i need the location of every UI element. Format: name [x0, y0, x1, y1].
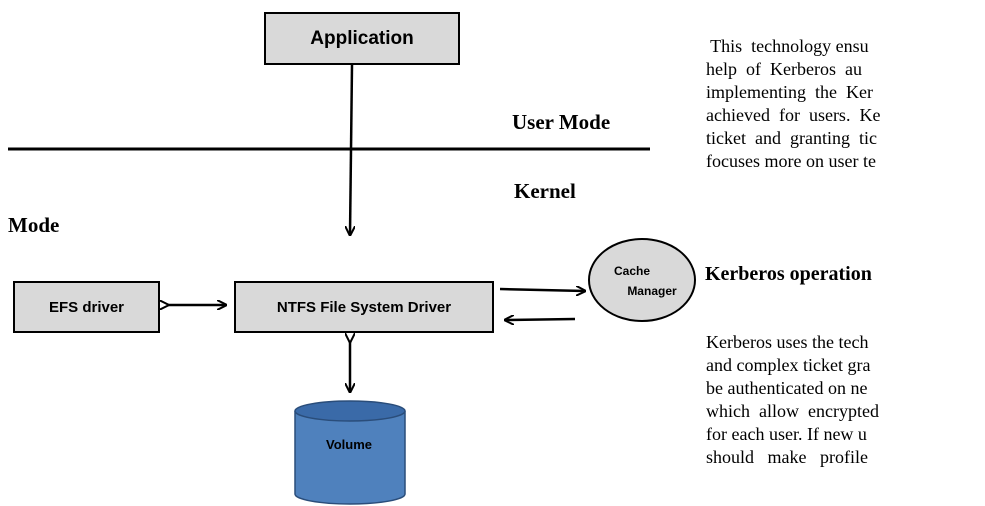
- efs-driver-node: EFS driver: [13, 281, 160, 333]
- paragraph-line: be authenticated on ne: [706, 378, 868, 398]
- cache-manager-label-line1: Cache: [613, 264, 651, 278]
- cache-manager-node: [588, 238, 696, 322]
- ntfs-driver-node: NTFS File System Driver: [234, 281, 494, 333]
- arrow-cache-to-ntfs: [505, 319, 576, 320]
- paragraph-line: Kerberos uses the tech: [706, 332, 869, 352]
- paragraph-line: achieved for users. Ke: [706, 105, 881, 125]
- intro-paragraph: This technology ensu help of Kerberos au…: [706, 35, 880, 173]
- paragraph-line: should make profile: [706, 447, 868, 467]
- paragraph-line: for each user. If new u: [706, 424, 867, 444]
- paragraph-line: and complex ticket gra: [706, 355, 871, 375]
- ntfs-driver-label: NTFS File System Driver: [276, 298, 452, 316]
- application-label: Application: [310, 27, 414, 49]
- user-mode-label: User Mode: [512, 110, 611, 134]
- volume-cylinder: [294, 400, 406, 505]
- paragraph-line: implementing the Ker: [706, 82, 873, 102]
- paragraph-line: help of Kerberos au: [706, 59, 862, 79]
- section-heading: Kerberos operation: [705, 263, 872, 285]
- paragraph-line: This technology ensu: [706, 36, 869, 56]
- mode-label: Mode: [8, 213, 60, 237]
- paragraph-line: which allow encrypted: [706, 401, 879, 421]
- application-node: Application: [264, 12, 460, 65]
- kerberos-paragraph: Kerberos uses the tech and complex ticke…: [706, 331, 879, 469]
- arrow-ntfs-to-cache: [499, 289, 585, 291]
- paragraph-line: ticket and granting tic: [706, 128, 877, 148]
- kernel-label: Kernel: [514, 179, 576, 203]
- cache-manager-label-line2: Manager: [627, 284, 677, 298]
- volume-label: Volume: [326, 437, 372, 452]
- paragraph-line: focuses more on user te: [706, 151, 876, 171]
- efs-driver-label: EFS driver: [48, 298, 125, 316]
- arrow-app-to-ntfs: [350, 64, 352, 235]
